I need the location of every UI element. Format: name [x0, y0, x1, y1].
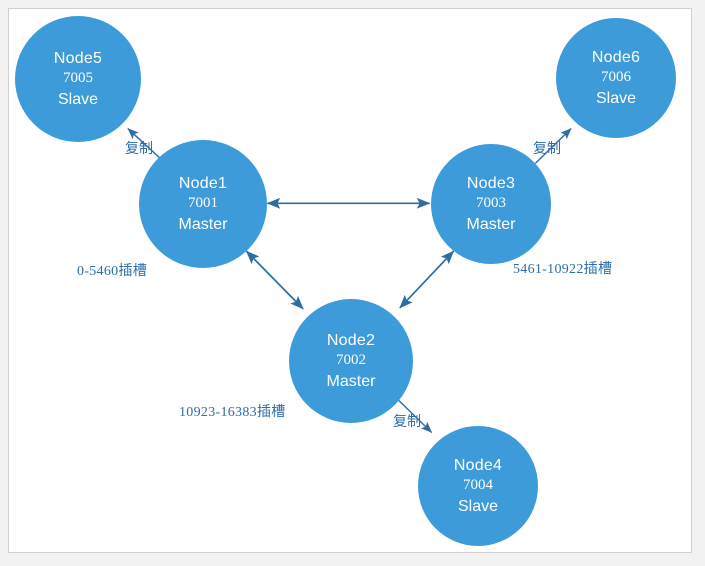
- edge-label-slot-node3: 5461-10922插槽: [513, 262, 613, 277]
- node-node3[interactable]: Node3 7003 Master: [431, 144, 551, 264]
- node-node4-role: Slave: [457, 497, 499, 515]
- edge-label-replica-node5: 复制: [125, 142, 153, 157]
- edge-node1-node2: [245, 250, 304, 310]
- edge-label-replica-node6: 复制: [533, 142, 561, 157]
- node-node3-name: Node3: [466, 174, 516, 192]
- node-node4-port: 7004: [463, 477, 493, 494]
- edge-node3-node6: [534, 128, 572, 164]
- node-node3-role: Master: [466, 215, 516, 233]
- node-node2-name: Node2: [326, 331, 376, 349]
- edge-label-replica-node4: 复制: [393, 415, 421, 430]
- node-node4-name: Node4: [453, 456, 503, 474]
- node-node2-role: Master: [326, 372, 376, 390]
- node-node6-role: Slave: [595, 89, 637, 107]
- node-node5-role: Slave: [57, 90, 99, 108]
- node-node1-port: 7001: [188, 195, 218, 212]
- node-node5[interactable]: Node5 7005 Slave: [15, 16, 141, 142]
- diagram-panel: Node5 7005 Slave Node6 7006 Slave Node1 …: [8, 8, 692, 553]
- node-node6[interactable]: Node6 7006 Slave: [556, 18, 676, 138]
- node-node3-port: 7003: [476, 195, 506, 212]
- node-node4[interactable]: Node4 7004 Slave: [418, 426, 538, 546]
- edge-node3-node2: [399, 250, 455, 309]
- edge-label-slot-node1: 0-5460插槽: [77, 264, 148, 279]
- node-node1-role: Master: [178, 215, 228, 233]
- node-node2[interactable]: Node2 7002 Master: [289, 299, 413, 423]
- node-node6-name: Node6: [591, 48, 641, 66]
- node-node5-name: Node5: [53, 49, 103, 67]
- edge-node2-node4: [395, 397, 433, 433]
- node-node1-name: Node1: [178, 174, 228, 192]
- node-node2-port: 7002: [336, 352, 366, 369]
- node-node6-port: 7006: [601, 69, 631, 86]
- node-node1[interactable]: Node1 7001 Master: [139, 140, 267, 268]
- node-node5-port: 7005: [63, 70, 93, 87]
- edge-label-slot-node2: 10923-16383插槽: [179, 405, 286, 420]
